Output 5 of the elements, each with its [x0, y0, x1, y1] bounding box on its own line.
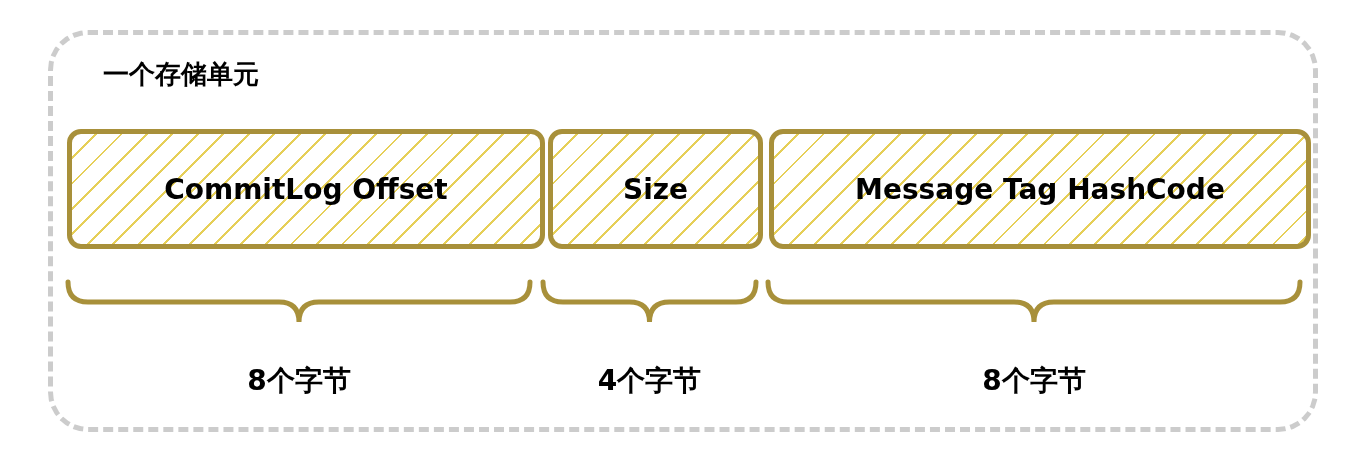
byte-size-label: 8个字节	[981, 363, 1087, 399]
dashed-container	[48, 30, 1318, 432]
byte-size-label: 4个字节	[596, 363, 703, 399]
byte-size-label: 8个字节	[246, 363, 352, 399]
heading: 一个存储单元	[103, 58, 259, 91]
